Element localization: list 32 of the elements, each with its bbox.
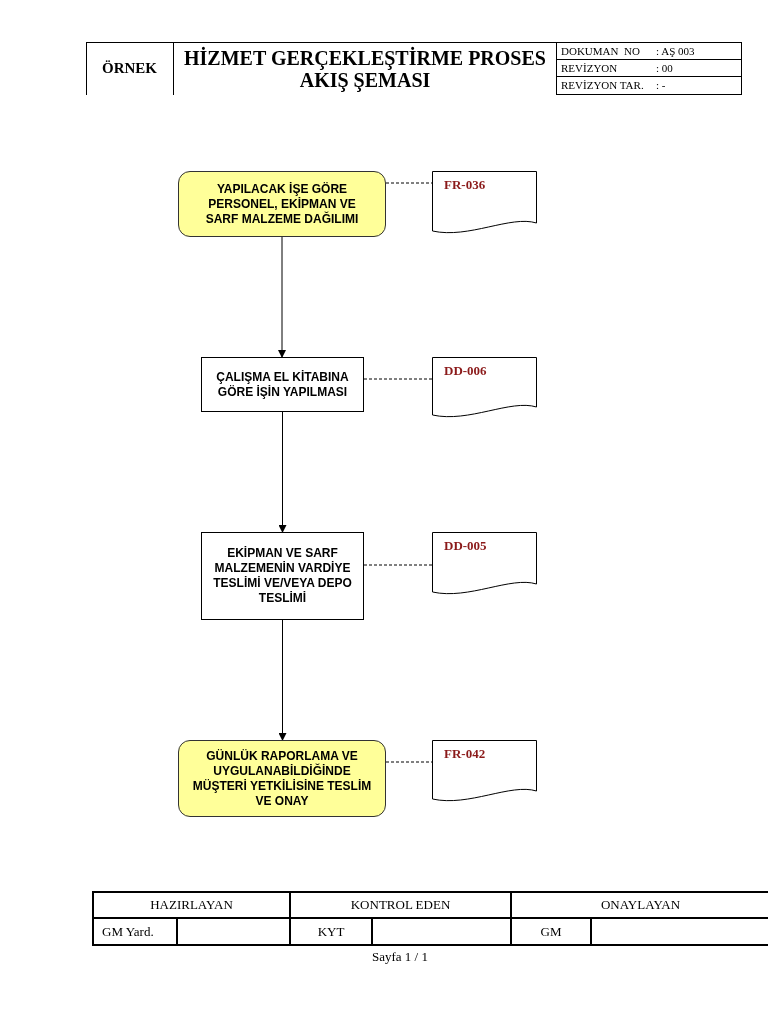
info-value: : -: [656, 78, 666, 94]
page-number: Sayfa 1 / 1: [372, 948, 428, 966]
process-box: [201, 357, 364, 412]
diagram-title: HİZMET GERÇEKLEŞTİRME PROSES AKIŞ ŞEMASI: [183, 46, 547, 91]
step-text: GÜNLÜK RAPORLAMA VE UYGULANABİLDİĞİNDE MÜŞTERİ YETKİLİSİNE TESLİM VE ONAY: [191, 748, 373, 809]
role-name: KYT: [317, 922, 345, 941]
step-text: EKİPMAN VE SARF MALZEMENİN VARDİYE TESLİMİ VE/VEYA DEPO TESLİMİ: [212, 546, 353, 606]
document-code: DD-005: [444, 537, 487, 555]
column-header: HAZIRLAYAN: [150, 896, 233, 915]
role-name: GM: [540, 922, 562, 941]
arrow: [278, 411, 287, 533]
document-code: DD-006: [444, 362, 487, 380]
terminal-box: [178, 171, 386, 237]
info-value: : AŞ 003: [656, 43, 695, 59]
process-box: [201, 532, 364, 620]
column-header: ONAYLAYAN: [600, 896, 681, 915]
step-text: ÇALIŞMA EL KİTABINA GÖRE İŞİN YAPILMASI: [215, 369, 350, 400]
info-key: REVİZYON TAR.: [561, 79, 644, 92]
info-key: REVİZYON: [561, 61, 618, 74]
arrow: [278, 236, 286, 358]
column-header: KONTROL EDEN: [350, 896, 451, 915]
document-code: FR-036: [444, 176, 486, 194]
info-key: DOKUMAN NO: [561, 44, 640, 57]
arrow: [278, 619, 287, 741]
step-text: YAPILACAK İŞE GÖRE PERSONEL, EKİPMAN VE SARF MALZEME DAĞILIMI: [204, 181, 360, 227]
dashed-connector: [363, 564, 433, 566]
document-type: ÖRNEK: [102, 59, 157, 79]
dashed-connector: [363, 378, 433, 380]
terminal-box: [178, 740, 386, 817]
document-code: FR-042: [444, 745, 486, 763]
role-name: GM Yard.: [102, 922, 154, 941]
info-value: : 00: [656, 60, 673, 76]
